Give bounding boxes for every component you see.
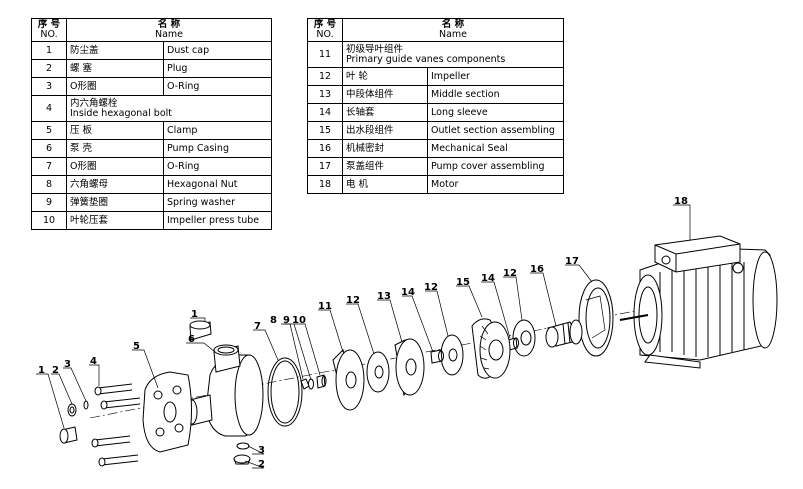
mechanical-seal (545, 319, 583, 348)
callout-10: 10 (292, 315, 306, 326)
leader-lines (36, 204, 691, 469)
plug-left (67, 403, 77, 417)
hexagonal-bolts (91, 383, 141, 467)
callout-6: 6 (188, 334, 195, 345)
column-header-name: 名 称 Name (66, 18, 272, 42)
table-header-row: 序 号 NO. 名 称 Name (307, 18, 564, 42)
impeller-left (366, 351, 390, 393)
callout-17: 17 (565, 256, 579, 267)
part-name-cn: 初级导叶组件 (346, 43, 404, 55)
impeller-press-tube (316, 374, 327, 389)
long-sleeve-middle (430, 349, 444, 364)
pump-casing (186, 344, 264, 437)
callout-12: 12 (424, 282, 438, 293)
callout-3: 3 (64, 359, 71, 370)
part-name-cn: 内六角螺栓 (70, 97, 118, 109)
callout-14: 14 (481, 273, 495, 284)
callout-5: 5 (133, 341, 140, 352)
callout-9: 9 (283, 315, 290, 326)
callout-13: 13 (377, 291, 391, 302)
part-name-en: Primary guide vanes components (346, 53, 506, 65)
table-header-row: 序 号 NO. 名 称 Name (31, 18, 272, 42)
column-header-no: 序 号 NO. (31, 18, 67, 42)
part-name-cn: 叶轮压套 (66, 211, 164, 230)
primary-guide-vanes (332, 349, 365, 411)
header-no-cn: 序 号 (37, 19, 61, 31)
part-name-en: Impeller press tube (163, 211, 272, 230)
hexagonal-nut (300, 378, 310, 390)
impeller-right (512, 319, 536, 357)
part-name-en: Motor (427, 175, 564, 194)
callout-4: 4 (90, 356, 97, 367)
part-name-cn: 电 机 (342, 175, 428, 194)
dust-cap-upper (189, 320, 212, 341)
header-name-cn: 名 称 (441, 19, 465, 31)
column-header-no: 序 号 NO. (307, 18, 343, 42)
o-ring-left (83, 400, 89, 410)
callout-7: 7 (254, 321, 261, 332)
part-number: 11 (307, 41, 343, 68)
header-name-en: Name (154, 29, 184, 40)
callout-12: 12 (346, 295, 360, 306)
callout-14: 14 (401, 287, 415, 298)
header-no-cn: 序 号 (313, 19, 337, 31)
dust-cap-lower (59, 426, 78, 444)
o-ring-bottom (236, 442, 250, 450)
plug-bottom (233, 454, 251, 465)
middle-section (394, 338, 425, 397)
outlet-section (471, 318, 511, 379)
spring-washer (308, 378, 314, 390)
impeller-middle (440, 334, 464, 376)
header-no-en: NO. (40, 29, 58, 40)
callout-3: 3 (258, 445, 265, 456)
callout-12: 12 (503, 268, 517, 279)
clamp (142, 371, 192, 453)
column-header-name: 名 称 Name (342, 18, 564, 42)
header-name-cn: 名 称 (157, 19, 181, 31)
callout-15: 15 (456, 277, 470, 288)
callout-16: 16 (530, 264, 544, 275)
motor (619, 235, 778, 369)
callout-2: 2 (52, 365, 59, 376)
callout-2: 2 (258, 459, 265, 470)
pump-cover (578, 279, 614, 357)
callout-11: 11 (318, 301, 332, 312)
callout-1: 1 (191, 309, 198, 320)
header-no-en: NO. (316, 29, 334, 40)
header-name-en: Name (438, 29, 468, 40)
callout-18: 18 (674, 196, 688, 207)
o-ring-large (267, 357, 303, 427)
callout-1: 1 (38, 365, 45, 376)
callout-8: 8 (270, 315, 277, 326)
part-name-en: Inside hexagonal bolt (70, 107, 172, 119)
